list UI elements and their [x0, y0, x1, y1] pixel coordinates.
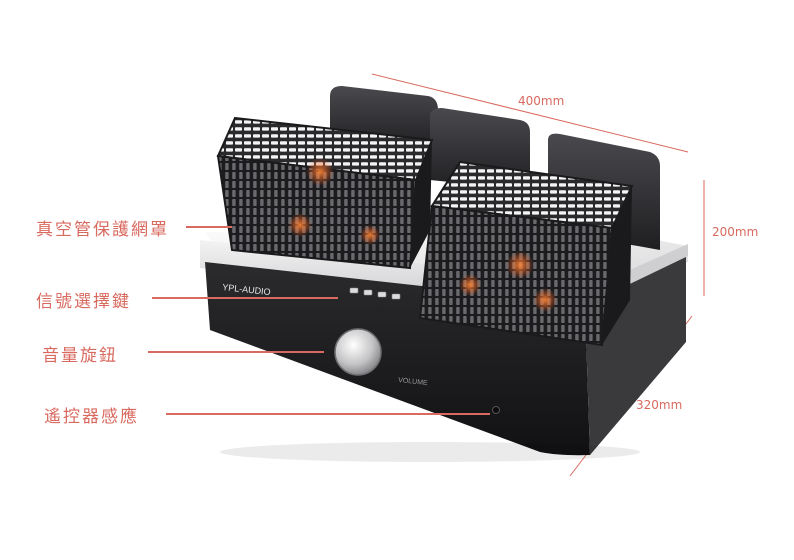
front-panel-details: YPL-AUDIO VOLUME — [222, 282, 500, 414]
tube-cage-left — [216, 116, 434, 270]
dimension-depth: 320mm — [636, 398, 683, 412]
callout-volume-knob: 音量旋鈕 — [42, 346, 118, 366]
dimension-width: 400mm — [518, 94, 565, 108]
callout-lines — [148, 226, 490, 415]
remote-sensor — [492, 406, 500, 414]
dimension-height: 200mm — [712, 225, 759, 239]
callout-input-selector: 信號選擇鍵 — [36, 292, 131, 312]
callout-tube-cage: 真空管保護網罩 — [36, 220, 169, 240]
selector-buttons — [349, 287, 401, 300]
volume-knob — [334, 328, 382, 376]
knob-label: VOLUME — [398, 377, 428, 387]
callout-remote-sensor: 遙控器感應 — [44, 407, 139, 427]
tube-cage-right — [418, 160, 634, 347]
